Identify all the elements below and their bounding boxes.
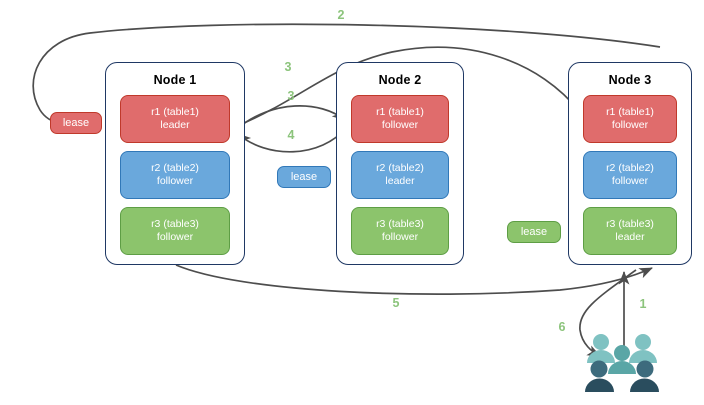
node-2-replica-r3-id: r3 (table3) xyxy=(376,218,424,230)
node-3-replica-r2-id: r2 (table2) xyxy=(606,162,654,174)
node-1-replica-r1-role: leader xyxy=(160,119,190,131)
step-label-1: 1 xyxy=(639,297,647,311)
node-3-replica-r1-role: follower xyxy=(611,119,649,131)
lease-box-r1-label: lease xyxy=(62,117,90,129)
node-1-container: Node 1 r1 (table1) leader r2 (table2) fo… xyxy=(105,62,245,265)
step-label-3b: 3 xyxy=(287,89,295,103)
node-1-replica-r2-role: follower xyxy=(156,175,194,187)
node-2-replica-r3[interactable]: r3 (table3) follower xyxy=(351,207,449,255)
edge-step-3-lower xyxy=(237,105,346,129)
node-3-replica-r3-id: r3 (table3) xyxy=(606,218,654,230)
edge-step-6 xyxy=(579,269,637,357)
node-3-container: Node 3 r1 (table1) follower r2 (table2) … xyxy=(568,62,692,265)
lease-box-r1[interactable]: lease xyxy=(50,112,102,134)
lease-box-r3-label: lease xyxy=(520,226,548,238)
lease-box-r2[interactable]: lease xyxy=(277,166,331,188)
lease-box-r3[interactable]: lease xyxy=(507,221,561,243)
node-3-replica-r3-role: leader xyxy=(615,231,645,243)
edge-step-3-upper xyxy=(236,46,581,127)
node-2-replica-r2-id: r2 (table2) xyxy=(376,162,424,174)
node-3-replica-r2-role: follower xyxy=(611,175,649,187)
node-1-replica-r3-role: follower xyxy=(156,231,194,243)
users-group-icon xyxy=(585,334,659,392)
edge-step-2 xyxy=(32,23,661,131)
node-1-replica-r1[interactable]: r1 (table1) leader xyxy=(120,95,230,143)
node-3-title: Node 3 xyxy=(608,73,652,87)
node-2-replica-r2[interactable]: r2 (table2) leader xyxy=(351,151,449,199)
node-2-replica-r1-role: follower xyxy=(381,119,419,131)
node-1-title: Node 1 xyxy=(153,73,197,87)
node-2-replica-r2-role: leader xyxy=(385,175,415,187)
node-1-replica-r2[interactable]: r2 (table2) follower xyxy=(120,151,230,199)
node-1-replica-r1-id: r1 (table1) xyxy=(151,106,199,118)
node-3-replica-r3[interactable]: r3 (table3) leader xyxy=(583,207,677,255)
node-2-container: Node 2 r1 (table1) follower r2 (table2) … xyxy=(336,62,464,265)
node-2-replica-r3-role: follower xyxy=(381,231,419,243)
node-2-replica-r1[interactable]: r1 (table1) follower xyxy=(351,95,449,143)
step-label-3a: 3 xyxy=(284,60,292,74)
step-label-5: 5 xyxy=(392,296,400,310)
node-2-replica-r1-id: r1 (table1) xyxy=(376,106,424,118)
step-label-4: 4 xyxy=(287,128,295,142)
node-1-replica-r2-id: r2 (table2) xyxy=(151,162,199,174)
step-label-6: 6 xyxy=(558,320,566,334)
node-3-replica-r1-id: r1 (table1) xyxy=(606,106,654,118)
node-2-title: Node 2 xyxy=(378,73,422,87)
edge-step-5 xyxy=(175,264,653,295)
node-3-replica-r1[interactable]: r1 (table1) follower xyxy=(583,95,677,143)
lease-box-r2-label: lease xyxy=(290,171,318,183)
node-3-replica-r2[interactable]: r2 (table2) follower xyxy=(583,151,677,199)
step-label-2: 2 xyxy=(337,8,345,22)
node-1-replica-r3[interactable]: r3 (table3) follower xyxy=(120,207,230,255)
node-1-replica-r3-id: r3 (table3) xyxy=(151,218,199,230)
